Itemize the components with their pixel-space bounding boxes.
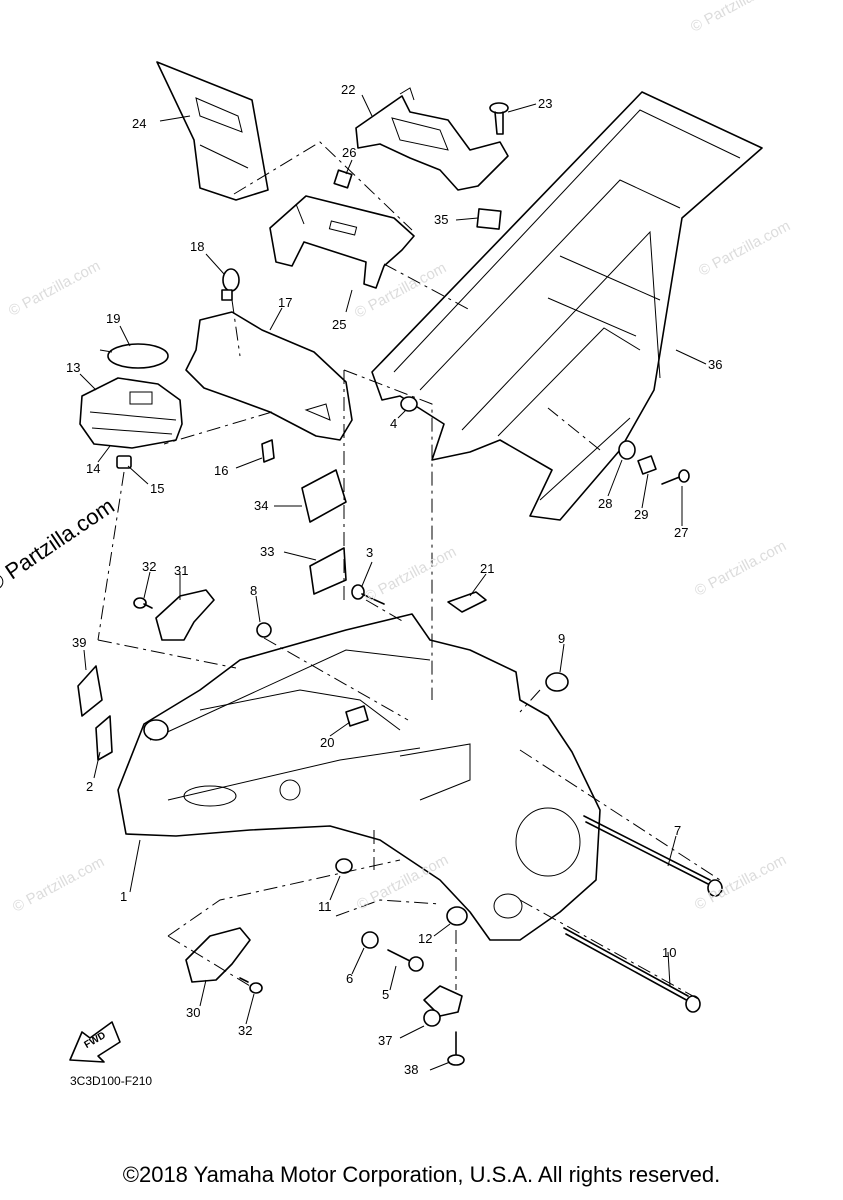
part-24-plate[interactable] [156, 61, 269, 201]
callout-31[interactable]: 31 [174, 563, 189, 578]
callout-27[interactable]: 27 [674, 525, 689, 540]
part-26-label[interactable] [333, 169, 353, 189]
part-38-bolt[interactable] [447, 1031, 465, 1066]
callout-34[interactable]: 34 [254, 498, 269, 513]
callout-28[interactable]: 28 [598, 496, 613, 511]
callout-13[interactable]: 13 [66, 360, 81, 375]
leader-lines [79, 94, 707, 1071]
part-25-tray[interactable] [269, 195, 415, 289]
part-11-nut[interactable] [335, 858, 353, 874]
part-6-washer[interactable] [361, 931, 379, 949]
callout-9[interactable]: 9 [558, 631, 566, 646]
callout-32b[interactable]: 32 [238, 1023, 253, 1038]
callout-25[interactable]: 25 [332, 317, 347, 332]
callout-18[interactable]: 18 [190, 239, 205, 254]
part-23-bolt[interactable] [489, 102, 509, 135]
callout-3[interactable]: 3 [366, 545, 374, 560]
callout-33[interactable]: 33 [260, 544, 275, 559]
callout-21[interactable]: 21 [480, 561, 495, 576]
callout-35[interactable]: 35 [434, 212, 449, 227]
part-15-nut[interactable] [116, 455, 132, 469]
callout-23[interactable]: 23 [538, 96, 553, 111]
part-34-label[interactable] [301, 469, 347, 523]
callout-20[interactable]: 20 [320, 735, 335, 750]
callout-12[interactable]: 12 [418, 931, 433, 946]
part-35-label[interactable] [476, 208, 502, 230]
callout-32a[interactable]: 32 [142, 559, 157, 574]
part-2-label[interactable] [95, 715, 113, 761]
part-18-clamp[interactable] [221, 268, 240, 301]
callout-15[interactable]: 15 [150, 481, 165, 496]
part-33-label[interactable] [309, 547, 347, 595]
callout-14[interactable]: 14 [86, 461, 101, 476]
part-28-grommet[interactable] [618, 440, 636, 460]
callout-7[interactable]: 7 [674, 823, 682, 838]
callout-24[interactable]: 24 [132, 116, 147, 131]
callout-4[interactable]: 4 [390, 416, 398, 431]
part-31-cover[interactable] [155, 589, 215, 641]
part-29-collar[interactable] [637, 455, 657, 475]
callout-36[interactable]: 36 [708, 357, 723, 372]
callout-6[interactable]: 6 [346, 971, 354, 986]
part-36-subframe[interactable] [371, 91, 763, 521]
part-4-nut[interactable] [400, 396, 418, 412]
part-1-main-frame[interactable] [117, 613, 601, 941]
callout-37[interactable]: 37 [378, 1033, 393, 1048]
part-5-bolt[interactable] [387, 949, 424, 972]
part-3-bolt[interactable] [351, 584, 385, 605]
part-8-nut[interactable] [256, 622, 272, 638]
callout-30[interactable]: 30 [186, 1005, 201, 1020]
callout-11[interactable]: 11 [318, 899, 332, 914]
part-21-bracket[interactable] [447, 591, 487, 613]
part-16-grommet[interactable] [261, 439, 275, 463]
part-32-screw-top[interactable] [133, 597, 153, 609]
callout-38[interactable]: 38 [404, 1062, 419, 1077]
part-22-bracket[interactable] [355, 87, 509, 191]
assembly-lines [97, 141, 721, 1001]
part-10-bolt[interactable] [563, 927, 701, 1013]
callout-26[interactable]: 26 [342, 145, 357, 160]
part-17-cover[interactable] [185, 311, 353, 441]
callout-19[interactable]: 19 [106, 311, 121, 326]
part-37-bracket[interactable] [423, 985, 463, 1027]
part-7-bolt[interactable] [583, 815, 723, 897]
callout-8[interactable]: 8 [250, 583, 258, 598]
part-19-ring[interactable] [99, 343, 169, 369]
callout-22[interactable]: 22 [341, 82, 356, 97]
part-13-tail-assembly[interactable] [79, 377, 183, 449]
part-30-cover[interactable] [185, 927, 251, 983]
part-32-screw-bottom[interactable] [239, 977, 263, 994]
fwd-arrow-icon [69, 1021, 121, 1063]
callout-5[interactable]: 5 [382, 987, 390, 1002]
part-27-bolt[interactable] [661, 469, 690, 485]
part-39-label[interactable] [77, 665, 103, 717]
part-12-collar[interactable] [446, 906, 468, 926]
callout-39[interactable]: 39 [72, 635, 87, 650]
callout-2[interactable]: 2 [86, 779, 94, 794]
callout-10[interactable]: 10 [662, 945, 677, 960]
part-20-bracket[interactable] [345, 705, 369, 727]
callout-29[interactable]: 29 [634, 507, 649, 522]
callout-17[interactable]: 17 [278, 295, 293, 310]
callout-1[interactable]: 1 [120, 889, 128, 904]
part-9-collar[interactable] [545, 672, 569, 692]
diagram-code: 3C3D100-F210 [70, 1074, 153, 1088]
callout-16[interactable]: 16 [214, 463, 229, 478]
copyright-notice: ©2018 Yamaha Motor Corporation, U.S.A. A… [122, 1162, 721, 1187]
